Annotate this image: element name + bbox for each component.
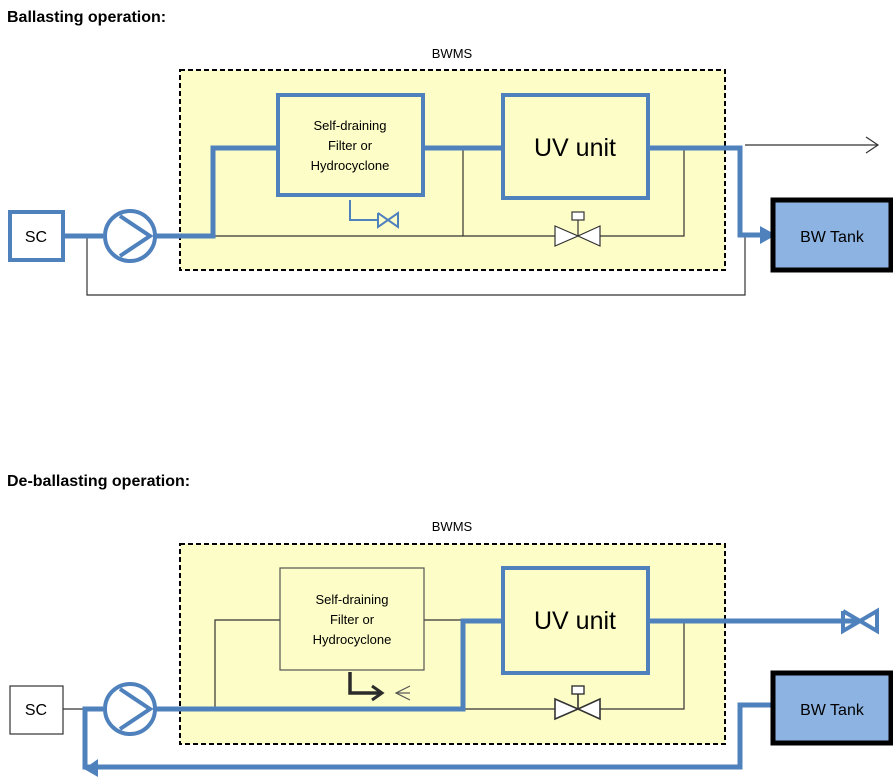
overboard-valve-icon xyxy=(841,607,879,635)
filter-label-line1: Self-draining xyxy=(316,592,389,607)
tank-arrow-icon xyxy=(760,226,776,244)
filter-box xyxy=(276,93,425,197)
uv-unit-box xyxy=(501,566,650,675)
bw-tank-box xyxy=(770,197,893,273)
pump-icon xyxy=(103,682,157,736)
return-arrow-icon xyxy=(84,759,98,777)
bw-tank-box xyxy=(770,670,893,746)
bypass-line xyxy=(86,235,746,296)
flow-line-to-uv xyxy=(156,618,503,712)
flow-line-from-tank xyxy=(82,702,772,770)
filter-label-line2: Filter or xyxy=(328,138,373,153)
bw-tank-label: BW Tank xyxy=(800,702,865,719)
uv-unit-box xyxy=(501,93,650,200)
bwms-label: BWMS xyxy=(432,46,473,61)
bw-tank-label: BW Tank xyxy=(800,229,865,246)
ballasting-section: Ballasting operation: BWMS Self-draini xyxy=(7,9,893,296)
filter-label-line1: Self-draining xyxy=(314,118,387,133)
flow-line-to-tank xyxy=(650,145,762,238)
sea-chest-label: SC xyxy=(25,702,47,719)
filter-label-line3: Hydrocyclone xyxy=(311,158,390,173)
ballasting-title: Ballasting operation: xyxy=(7,9,166,26)
control-valve-icon xyxy=(554,685,601,721)
filter-label-line3: Hydrocyclone xyxy=(313,632,392,647)
uv-unit-label: UV unit xyxy=(534,134,616,162)
filter-box xyxy=(279,567,425,671)
deballasting-title: De-ballasting operation: xyxy=(7,473,190,490)
uv-unit-label: UV unit xyxy=(534,607,616,635)
deballasting-section: De-ballasting operation: BWMS Self-dra xyxy=(7,473,893,777)
drain-valve-icon xyxy=(377,211,399,229)
sea-chest-box xyxy=(8,210,65,262)
filter-label-line2: Filter or xyxy=(330,612,375,627)
bwms-label: BWMS xyxy=(432,519,473,534)
control-valve-icon xyxy=(554,211,601,247)
flow-line-inlet xyxy=(156,145,278,239)
sea-chest-label: SC xyxy=(25,229,47,246)
sea-chest-box xyxy=(9,685,64,735)
pump-icon xyxy=(103,209,157,263)
overboard-arrow-icon xyxy=(865,136,880,154)
